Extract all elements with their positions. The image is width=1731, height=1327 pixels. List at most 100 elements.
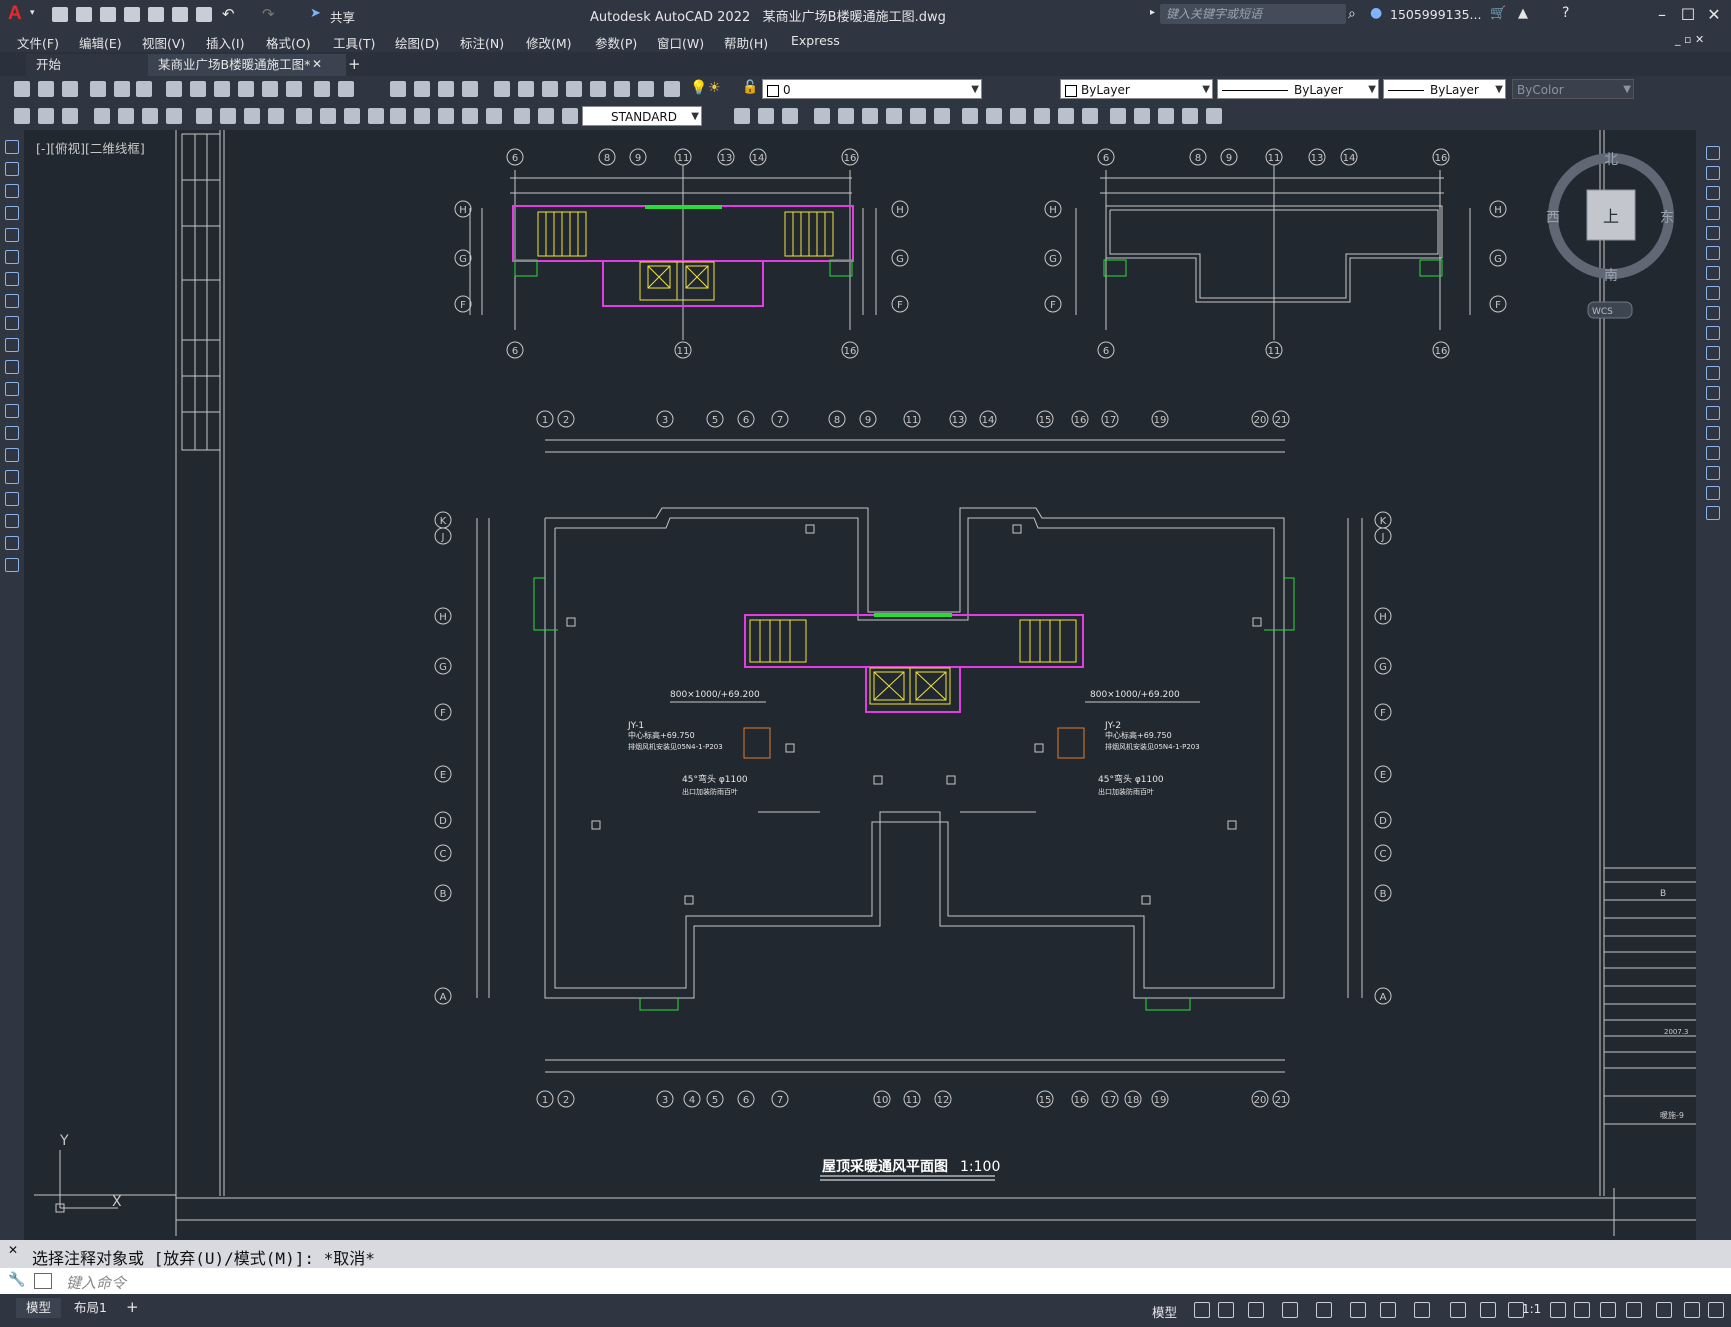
draw-modify-tool-22-icon[interactable] (538, 108, 554, 124)
tab-layout1[interactable]: 布局1 (64, 1298, 117, 1318)
app-menu-chevron-icon[interactable]: ▾ (30, 8, 35, 18)
draw-modify-tool-20-icon[interactable] (486, 108, 502, 124)
modify-tool-14-icon[interactable] (1706, 406, 1720, 420)
draw-tool-10-icon[interactable] (5, 338, 19, 352)
minimize-button[interactable]: – (1658, 5, 1666, 24)
status-toggle-8-icon[interactable] (1414, 1302, 1430, 1318)
draw-modify-tool-4-icon[interactable] (94, 108, 110, 124)
standard-tool-9-icon[interactable] (214, 81, 230, 97)
draw-modify-tool-9-icon[interactable] (220, 108, 236, 124)
draw-modify-tool-42-icon[interactable] (1182, 108, 1198, 124)
standard-tool-18-icon[interactable] (462, 81, 478, 97)
share-button[interactable]: 共享 (330, 10, 356, 25)
draw-modify-tool-7-icon[interactable] (166, 108, 182, 124)
maximize-button[interactable]: ☐ (1680, 5, 1696, 24)
menu-file[interactable]: 文件(F) (17, 36, 59, 51)
modify-tool-9-icon[interactable] (1706, 306, 1720, 320)
standard-tool-13-icon[interactable] (314, 81, 330, 97)
draw-modify-tool-1-icon[interactable] (14, 108, 30, 124)
draw-modify-tool-27-icon[interactable] (814, 108, 830, 124)
viewcube-north[interactable]: 北 (1604, 152, 1618, 168)
modify-tool-6-icon[interactable] (1706, 246, 1720, 260)
draw-tool-5-icon[interactable] (5, 228, 19, 242)
status-toggle-16-icon[interactable] (1656, 1302, 1672, 1318)
draw-modify-tool-34-icon[interactable] (986, 108, 1002, 124)
status-toggle-1-icon[interactable] (1194, 1302, 1210, 1318)
user-icon[interactable]: ● (1370, 5, 1383, 21)
status-toggle-9-icon[interactable] (1450, 1302, 1466, 1318)
draw-tool-7-icon[interactable] (5, 272, 19, 286)
draw-modify-tool-35-icon[interactable] (1010, 108, 1026, 124)
modify-tool-1-icon[interactable] (1706, 146, 1720, 160)
draw-tool-6-icon[interactable] (5, 250, 19, 264)
tab-start[interactable]: 开始 (26, 54, 156, 76)
viewcube-east[interactable]: 东 (1660, 210, 1674, 226)
add-layout-icon[interactable]: + (126, 1298, 139, 1316)
standard-tool-11-icon[interactable] (262, 81, 278, 97)
modify-tool-8-icon[interactable] (1706, 286, 1720, 300)
menu-dimension[interactable]: 标注(N) (460, 36, 505, 51)
draw-modify-tool-15-icon[interactable] (368, 108, 384, 124)
draw-modify-tool-43-icon[interactable] (1206, 108, 1222, 124)
open-file-icon[interactable] (76, 7, 92, 22)
search-icon[interactable]: ⌕ (1348, 6, 1356, 22)
status-toggle-4-icon[interactable] (1282, 1302, 1298, 1318)
menu-express[interactable]: Express (791, 33, 840, 48)
color-dropdown[interactable]: ByLayer▼ (1060, 79, 1213, 99)
status-toggle-13-icon[interactable] (1574, 1302, 1590, 1318)
status-toggle-5-icon[interactable] (1316, 1302, 1332, 1318)
draw-modify-tool-12-icon[interactable] (296, 108, 312, 124)
standard-tool-23-icon[interactable] (590, 81, 606, 97)
save-web-icon[interactable] (172, 7, 188, 22)
standard-tool-15-icon[interactable] (390, 81, 406, 97)
command-input[interactable]: 🔧 键入命令 (0, 1268, 1731, 1294)
draw-modify-tool-19-icon[interactable] (462, 108, 478, 124)
help-icon[interactable]: ? (1562, 5, 1570, 21)
draw-modify-tool-32-icon[interactable] (934, 108, 950, 124)
drawing-canvas[interactable]: B 2007.3 暖施-9 Y X (24, 130, 1696, 1240)
menu-edit[interactable]: 编辑(E) (79, 36, 122, 51)
draw-tool-16-icon[interactable] (5, 470, 19, 484)
status-toggle-6-icon[interactable] (1350, 1302, 1366, 1318)
draw-modify-tool-30-icon[interactable] (886, 108, 902, 124)
tab-document[interactable]: 某商业广场B楼暖通施工图* (148, 54, 346, 76)
draw-modify-tool-5-icon[interactable] (118, 108, 134, 124)
layer-dropdown[interactable]: 0▼ (762, 79, 982, 99)
menu-window[interactable]: 窗口(W) (657, 36, 705, 51)
standard-tool-20-icon[interactable] (518, 81, 534, 97)
new-tab-icon[interactable]: + (348, 55, 361, 73)
menu-tools[interactable]: 工具(T) (333, 36, 376, 51)
draw-tool-2-icon[interactable] (5, 162, 19, 176)
layer-freeze-icon[interactable]: ☀ (708, 80, 721, 96)
modify-tool-16-icon[interactable] (1706, 446, 1720, 460)
status-toggle-10-icon[interactable] (1480, 1302, 1496, 1318)
new-file-icon[interactable] (52, 7, 68, 22)
modify-tool-18-icon[interactable] (1706, 486, 1720, 500)
draw-tool-9-icon[interactable] (5, 316, 19, 330)
layer-on-icon[interactable]: 💡 (690, 80, 708, 96)
draw-tool-12-icon[interactable] (5, 382, 19, 396)
standard-tool-16-icon[interactable] (414, 81, 430, 97)
draw-modify-tool-10-icon[interactable] (244, 108, 260, 124)
standard-tool-21-icon[interactable] (542, 81, 558, 97)
standard-tool-2-icon[interactable] (38, 81, 54, 97)
standard-tool-26-icon[interactable] (664, 81, 680, 97)
draw-modify-tool-23-icon[interactable] (562, 108, 578, 124)
close-tab-icon[interactable]: ✕ (312, 57, 323, 71)
draw-modify-tool-11-icon[interactable] (268, 108, 284, 124)
layer-lock-icon[interactable]: 🔓 (742, 80, 759, 95)
modify-tool-7-icon[interactable] (1706, 266, 1720, 280)
modify-tool-2-icon[interactable] (1706, 166, 1720, 180)
cart-icon[interactable]: 🛒 (1490, 6, 1507, 21)
viewcube-west[interactable]: 西 (1546, 210, 1560, 226)
save-icon[interactable] (100, 7, 116, 22)
draw-modify-tool-40-icon[interactable] (1134, 108, 1150, 124)
status-toggle-12-icon[interactable] (1550, 1302, 1566, 1318)
customize-wrench-icon[interactable]: 🔧 (8, 1272, 26, 1288)
draw-tool-4-icon[interactable] (5, 206, 19, 220)
draw-modify-tool-38-icon[interactable] (1082, 108, 1098, 124)
plotstyle-dropdown[interactable]: ByColor▼ (1512, 79, 1634, 99)
standard-tool-22-icon[interactable] (566, 81, 582, 97)
viewport-label[interactable]: [-][俯视][二维线框] (36, 141, 145, 156)
redo-icon[interactable]: ↷ (262, 5, 275, 23)
